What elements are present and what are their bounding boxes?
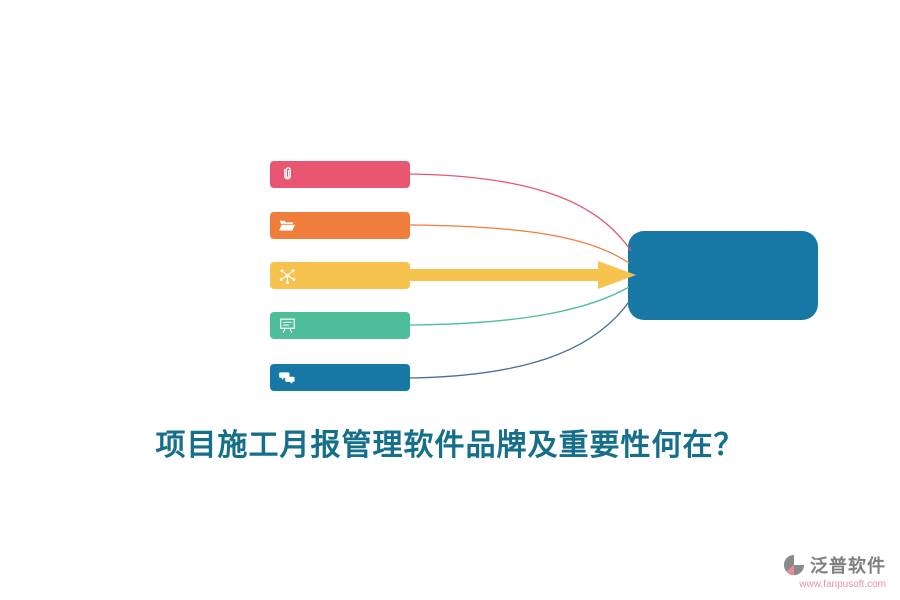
open-folder-icon bbox=[279, 220, 296, 231]
arrow-icon bbox=[410, 261, 636, 289]
connector-curve-2 bbox=[409, 224, 630, 264]
fanpu-logo-icon bbox=[783, 554, 805, 576]
bar-chat bbox=[270, 364, 410, 391]
bar-network bbox=[270, 262, 410, 289]
paperclip-icon bbox=[284, 167, 291, 180]
bar-board bbox=[270, 312, 410, 339]
connector-curve-1 bbox=[409, 173, 632, 252]
footer-brand: 泛普软件 www.fanpusoft.com bbox=[783, 552, 886, 590]
chat-bubbles-icon bbox=[279, 372, 295, 384]
connector-curve-4 bbox=[409, 298, 632, 379]
connector-curve-3 bbox=[409, 286, 630, 326]
whiteboard-icon bbox=[280, 318, 295, 333]
molecule-icon bbox=[279, 269, 296, 285]
page-title: 项目施工月报管理软件品牌及重要性何在？ bbox=[155, 428, 745, 463]
logo-text: 泛普软件 bbox=[810, 556, 886, 577]
bar-folder bbox=[270, 212, 410, 239]
website-text: www.fanpusoft.com bbox=[799, 579, 886, 590]
bar-attachment bbox=[270, 161, 410, 188]
target-box bbox=[628, 231, 818, 320]
